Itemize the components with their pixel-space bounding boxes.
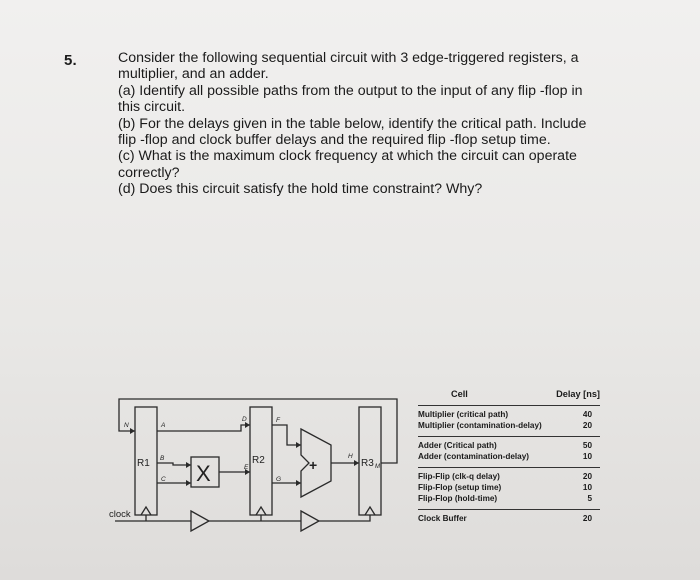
arrow-b xyxy=(186,462,191,468)
node-label-c: C xyxy=(161,476,166,483)
node-label-g: G xyxy=(276,476,281,483)
node-label-b: B xyxy=(160,455,165,462)
arrow-f xyxy=(296,442,301,448)
multiplier-group: Multiplier (critical path) 40 Multiplier… xyxy=(418,406,600,434)
node-label-e: E xyxy=(244,464,249,471)
wire-b xyxy=(157,462,191,466)
part-d-line: (d) Does this circuit satisfy the hold t… xyxy=(118,181,483,198)
row-delay: 10 xyxy=(582,483,592,492)
row-cell: Flip-Flop (hold-time) xyxy=(418,494,498,503)
arrow-g xyxy=(296,480,301,486)
arrow-e xyxy=(245,469,250,475)
part-c-line: (c) What is the maximum clock frequency … xyxy=(118,148,577,165)
table-row: Multiplier (critical path) 40 xyxy=(418,410,600,421)
row-cell: Multiplier (critical path) xyxy=(418,410,509,419)
node-label-a: A xyxy=(160,422,165,429)
row-cell: Adder (Critical path) xyxy=(418,441,497,450)
circuit-svg: X + R1 R2 R3 N A B C D E F G H M clock xyxy=(109,398,398,533)
multiplier-symbol: X xyxy=(196,461,211,486)
row-cell: Flip-Flop (setup time) xyxy=(418,483,502,492)
table-rule xyxy=(418,509,600,510)
adder-symbol: + xyxy=(309,457,317,473)
part-b-line: flip -flop and clock buffer delays and t… xyxy=(118,132,551,149)
part-a-line: this circuit. xyxy=(118,99,186,116)
row-delay: 20 xyxy=(582,514,592,523)
adder-shape xyxy=(300,427,332,499)
table-row: Flip-Flop (hold-time) 5 xyxy=(418,494,600,505)
wire-a-d xyxy=(157,424,250,432)
row-delay: 10 xyxy=(582,452,592,461)
row-cell: Clock Buffer xyxy=(418,514,467,523)
node-label-h: H xyxy=(348,453,353,460)
wire-f xyxy=(272,424,301,446)
arrow-c xyxy=(186,480,191,486)
delay-table-header: Cell Delay [ns] xyxy=(418,387,600,403)
table-rule xyxy=(418,405,600,406)
question-text: Consider the following sequential circui… xyxy=(118,50,658,198)
table-row: Flip-Flip (clk-q delay) 20 xyxy=(418,472,600,483)
table-row: Multiplier (contamination-delay) 20 xyxy=(418,421,600,432)
header-cell: Cell xyxy=(451,389,468,399)
r1-clock-marker xyxy=(140,505,152,516)
row-cell: Multiplier (contamination-delay) xyxy=(418,421,542,430)
node-label-m: M xyxy=(375,464,380,470)
clock-buffer-1 xyxy=(190,509,211,533)
circuit-diagram: X + R1 R2 R3 N A B C D E F G H M clock xyxy=(105,385,405,545)
arrow-n xyxy=(130,428,135,434)
row-delay: 5 xyxy=(587,494,592,503)
header-delay: Delay [ns] xyxy=(556,389,600,399)
clock-label: clock xyxy=(109,509,131,520)
feedback-wire xyxy=(118,398,398,464)
delay-table: Cell Delay [ns] Multiplier (critical pat… xyxy=(418,387,600,527)
clock-wire-3 xyxy=(319,515,371,522)
flipflop-group: Flip-Flip (clk-q delay) 20 Flip-Flop (se… xyxy=(418,468,600,507)
question-line: multiplier, and an adder. xyxy=(118,66,269,83)
part-c-line: correctly? xyxy=(118,164,180,181)
register-r1-label: R1 xyxy=(137,458,150,469)
part-b-line: (b) For the delays given in the table be… xyxy=(118,115,587,132)
row-delay: 20 xyxy=(582,472,592,481)
adder-group: Adder (Critical path) 50 Adder (contamin… xyxy=(418,437,600,465)
node-label-f: F xyxy=(276,417,281,424)
question-line: Consider the following sequential circui… xyxy=(118,50,579,66)
clock-buffer-2 xyxy=(300,509,321,533)
node-label-d: D xyxy=(242,416,247,423)
table-rule xyxy=(418,436,600,437)
node-label-n: N xyxy=(124,422,129,429)
arrow-h xyxy=(354,460,359,466)
r3-clock-marker xyxy=(364,505,376,516)
row-cell: Adder (contamination-delay) xyxy=(418,452,529,461)
row-delay: 20 xyxy=(582,421,592,430)
register-r3-label: R3 xyxy=(361,458,374,469)
table-row: Clock Buffer 20 xyxy=(418,514,600,525)
register-r2-label: R2 xyxy=(252,455,265,466)
arrow-d xyxy=(245,422,250,428)
table-row: Adder (contamination-delay) 10 xyxy=(418,452,600,463)
table-row: Flip-Flop (setup time) 10 xyxy=(418,483,600,494)
row-cell: Flip-Flip (clk-q delay) xyxy=(418,472,500,481)
table-rule xyxy=(418,467,600,468)
row-delay: 40 xyxy=(582,410,592,419)
row-delay: 50 xyxy=(582,441,592,450)
table-row: Adder (Critical path) 50 xyxy=(418,441,600,452)
question-number: 5. xyxy=(64,52,77,69)
r2-clock-marker xyxy=(255,505,267,516)
clock-buffer-group: Clock Buffer 20 xyxy=(418,510,600,527)
part-a-line: (a) Identify all possible paths from the… xyxy=(118,82,583,99)
